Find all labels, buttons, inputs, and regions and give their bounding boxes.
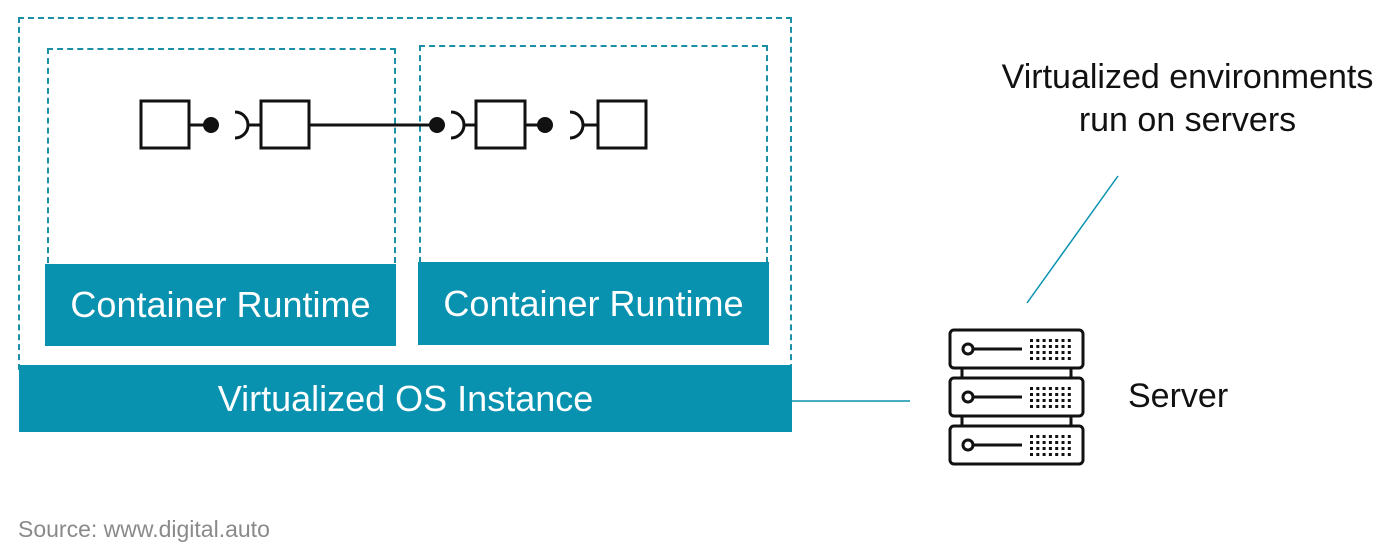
component-box-1 — [139, 99, 191, 150]
source-note: Source: www.digital.auto — [18, 516, 270, 543]
server-label-text: Server — [1128, 377, 1229, 415]
component-box-4 — [596, 99, 648, 150]
caption-pointer-line — [1026, 175, 1119, 304]
server-vent-dots — [1030, 339, 1071, 456]
interface-socket-1 — [234, 110, 250, 140]
caption-line-2: run on servers — [1078, 101, 1297, 139]
component-chain — [139, 99, 648, 150]
interface-socket-3 — [569, 110, 585, 140]
interface-ball-3 — [537, 117, 553, 133]
server-label: Server — [1128, 377, 1228, 416]
server-rack-icon — [948, 328, 1085, 466]
caption-line-1: Virtualized environments — [1001, 58, 1374, 96]
container-runtime-1: Container Runtime — [45, 264, 396, 346]
virtualized-os-instance: Virtualized OS Instance — [19, 365, 792, 432]
interface-socket-2 — [450, 110, 466, 140]
container-runtime-2-label: Container Runtime — [443, 282, 744, 324]
component-box-3 — [474, 99, 527, 150]
interface-ball-2 — [429, 117, 445, 133]
virtualized-os-instance-label: Virtualized OS Instance — [217, 377, 594, 419]
container-runtime-1-label: Container Runtime — [70, 284, 371, 325]
caption-text: Virtualized environments run on servers — [985, 56, 1390, 142]
component-box-2 — [259, 99, 311, 150]
container-runtime-2: Container Runtime — [418, 262, 769, 345]
source-note-text: Source: www.digital.auto — [18, 516, 270, 542]
interface-ball-1 — [203, 117, 219, 133]
